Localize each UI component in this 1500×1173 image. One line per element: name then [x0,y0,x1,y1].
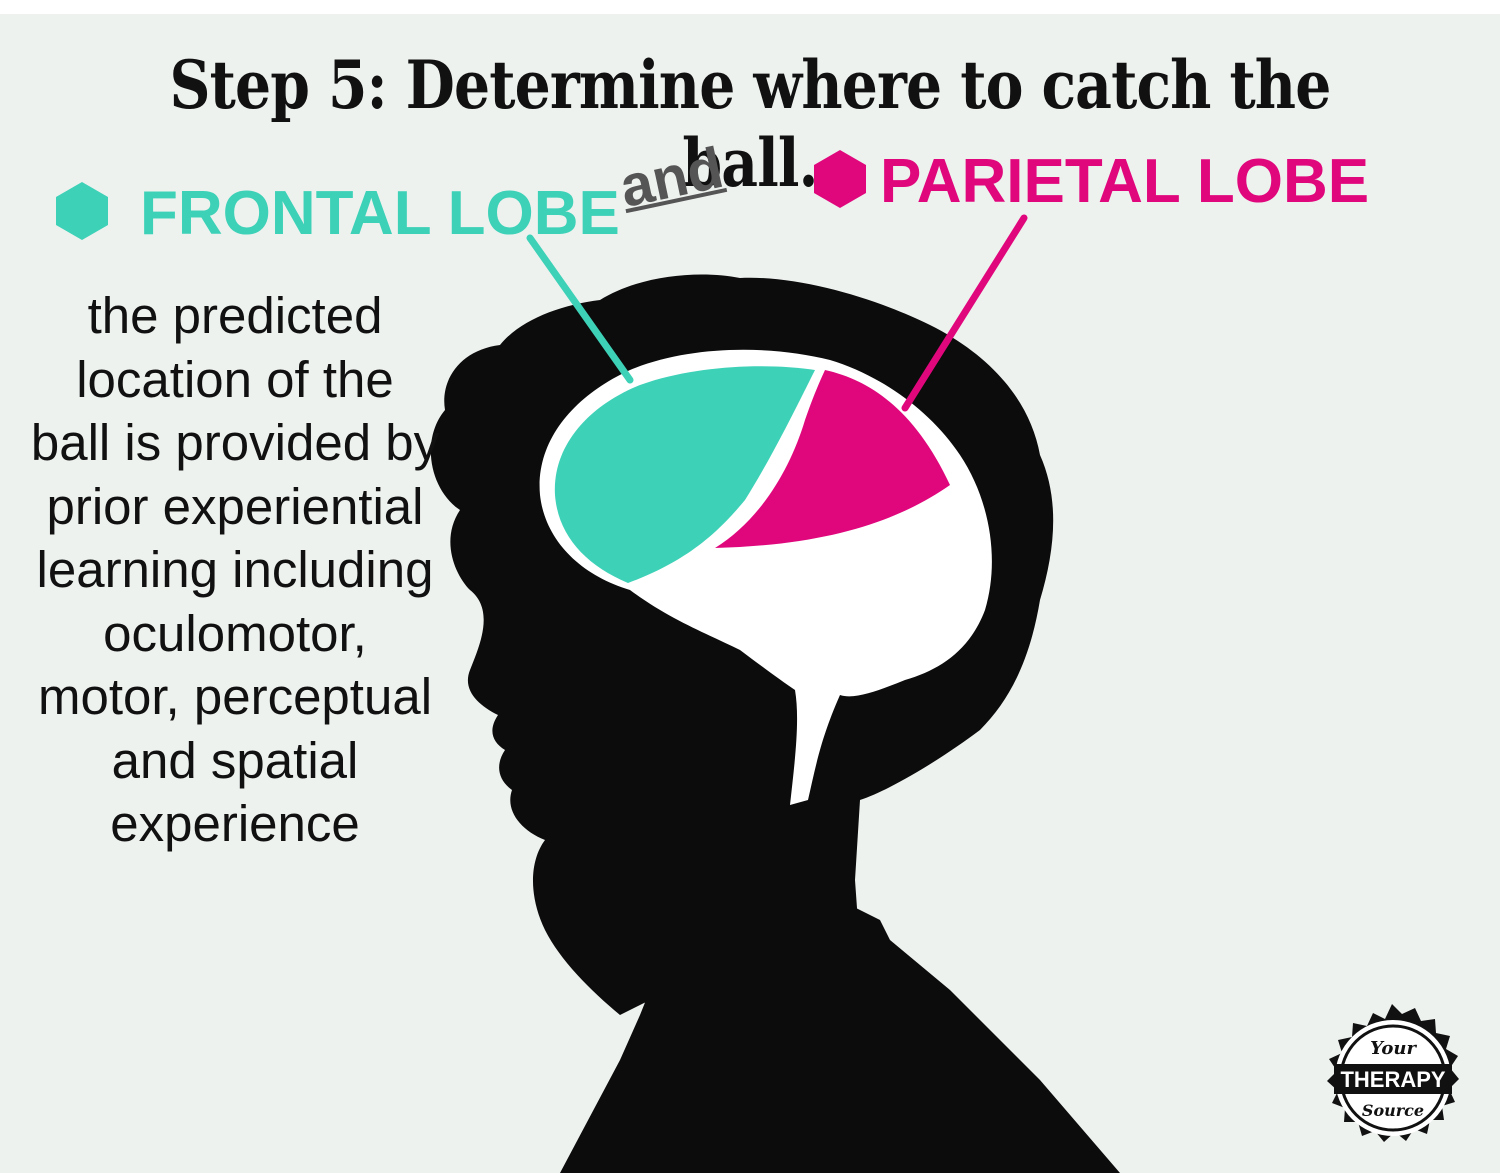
logo-text-your: Your [1370,1038,1417,1059]
page-title: Step 5: Determine where to catch the bal… [169,46,1332,202]
head-silhouette-illustration [430,214,1121,1173]
logo-text-source: Source [1362,1101,1424,1120]
frontal-leader-line [526,234,634,384]
logo-text-therapy: THERAPY [1340,1067,1445,1092]
frontal-lobe-region [554,366,815,583]
your-therapy-source-logo: Your THERAPY Source [1327,1004,1459,1142]
parietal-lobe-label: PARIETAL LOBE [880,147,1370,216]
infographic-canvas: Step 5: Determine where to catch the bal… [0,14,1500,1173]
frontal-lobe-label: FRONTAL LOBE [140,179,620,248]
parietal-lobe-region [715,370,950,548]
parietal-leader-line [901,214,1028,412]
frontal-hexagon-icon [56,182,108,240]
parietal-hexagon-icon [814,150,866,208]
description-text: the predicted location of the ball is pr… [30,287,440,852]
